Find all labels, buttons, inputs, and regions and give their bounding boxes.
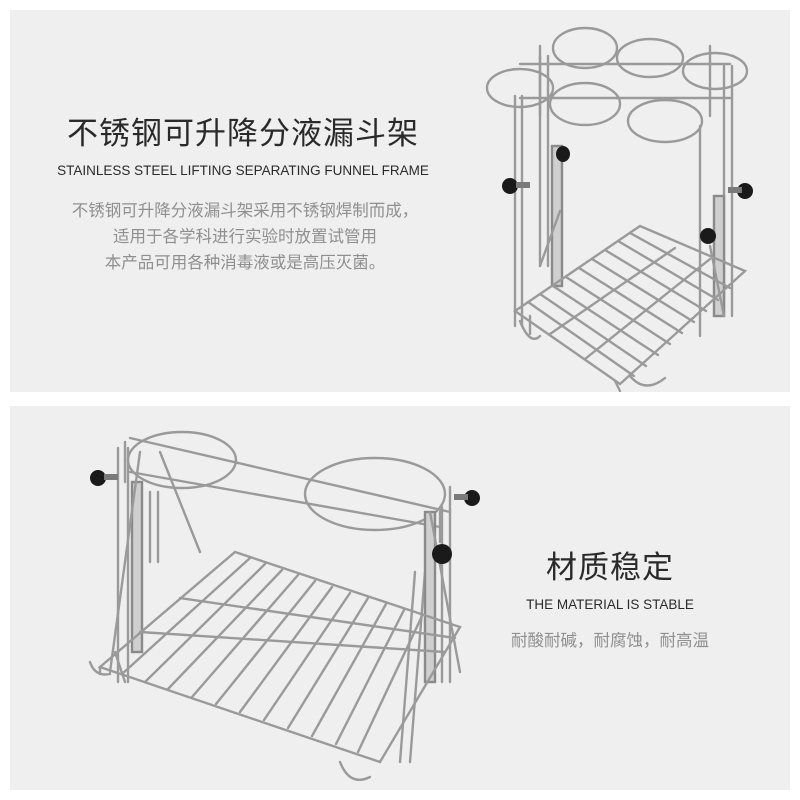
product-title: 不锈钢可升降分液漏斗架 — [67, 116, 419, 152]
knob-icon — [502, 146, 753, 244]
feature-title: 材质稳定 — [546, 550, 674, 586]
top-product-panel: 不锈钢可升降分液漏斗架 STAINLESS STEEL LIFTING SEPA… — [10, 10, 790, 392]
description-line-2: 适用于各学科进行实验时放置试管用 — [113, 227, 377, 246]
funnel-rack-two-ring-image — [88, 430, 480, 782]
product-description: 不锈钢可升降分液漏斗架采用不锈钢焊制而成， 适用于各学科进行实验时放置试管用 本… — [40, 198, 450, 276]
description-line-1: 不锈钢可升降分液漏斗架采用不锈钢焊制而成， — [71, 201, 419, 220]
knob-icon — [90, 470, 480, 564]
bottom-feature-panel: 材质稳定 THE MATERIAL IS STABLE 耐酸耐碱，耐腐蚀，耐高温 — [10, 406, 790, 790]
feature-description: 耐酸耐碱，耐腐蚀，耐高温 — [511, 631, 709, 650]
funnel-rack-six-ring-image — [485, 26, 753, 392]
description-line-3: 本产品可用各种消毒液或是高压灭菌。 — [104, 253, 386, 272]
product-subtitle-en: STAINLESS STEEL LIFTING SEPARATING FUNNE… — [57, 163, 429, 178]
feature-subtitle-en: THE MATERIAL IS STABLE — [526, 597, 694, 612]
